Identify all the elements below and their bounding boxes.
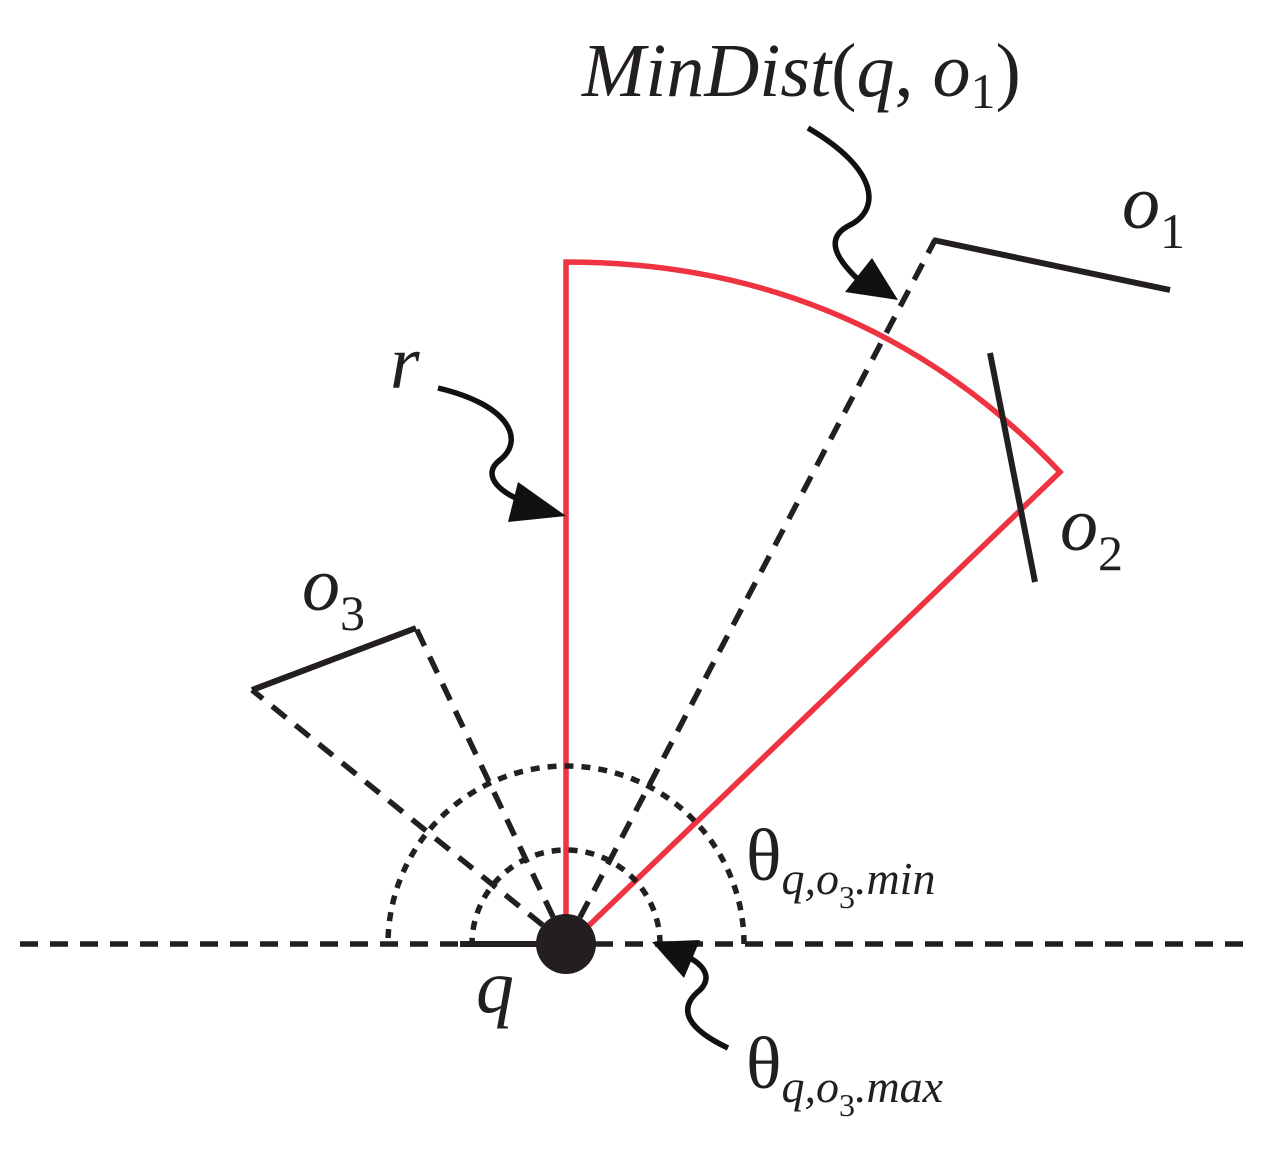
theta-max-sub-c: .max [855,1061,944,1112]
r-arrowhead [508,482,566,522]
theta-max-sub-b: 3 [839,1087,855,1123]
mindist-o-subscript: 1 [970,63,995,119]
object-o3 [250,625,418,693]
theta-max-arrowhead [652,940,700,978]
object-o2 [987,352,1038,583]
theta-max-arrow-curve [675,949,730,1051]
angle-arc-outer [385,763,747,945]
mindist-comma: , [894,29,932,113]
search-sector [563,259,1064,944]
mindist-label: MinDist(q, o1) [581,29,1021,119]
theta-max-label: θq,o3.max [746,1023,944,1123]
o3-subscript: 3 [340,585,365,641]
o2-subscript: 2 [1098,525,1123,581]
o1-base: o [1122,161,1160,245]
o1-subscript: 1 [1160,203,1185,259]
mindist-close-paren: ) [995,29,1020,113]
r-arrow-curve [437,385,533,507]
o1-label: o1 [1122,161,1185,259]
o3-ray-left [250,687,568,947]
theta-min-sub-c: .min [855,853,936,904]
mindist-open-paren: ( [831,29,856,113]
o3-ray-right [413,626,569,946]
o2-base: o [1060,483,1098,567]
mindist-arrow-curve [806,125,874,295]
mindist-line-o1 [563,238,938,946]
theta-min-sub-a: q,o [781,853,839,904]
mindist-arrowhead [845,258,898,300]
q-label: q [476,945,514,1029]
mindist-q: q [856,29,894,113]
theta-min-symbol: θ [746,815,781,897]
theta-min-sub-b: 3 [839,879,855,915]
o3-label: o3 [302,543,365,641]
theta-min-label: θq,o3.min [746,815,935,915]
r-label: r [390,321,420,405]
o2-label: o2 [1060,483,1123,581]
object-o1 [932,237,1171,293]
o3-base: o [302,543,340,627]
mindist-text: MinDist [581,29,833,113]
query-point-q [536,914,596,974]
mindist-o: o [932,29,970,113]
theta-max-sub-a: q,o [781,1061,839,1112]
theta-max-symbol: θ [746,1023,781,1105]
